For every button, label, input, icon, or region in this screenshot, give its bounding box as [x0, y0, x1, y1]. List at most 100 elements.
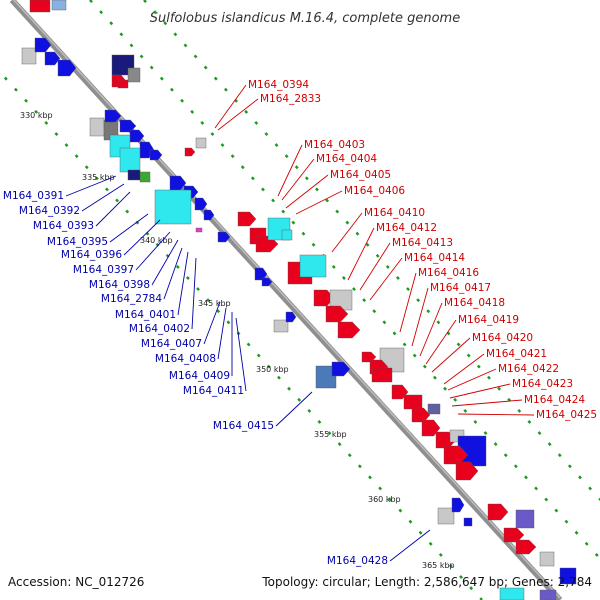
gene-label-forward: M164_0404 [316, 153, 377, 165]
scale-tick-label: 350 kbp [256, 365, 289, 374]
gene-reverse [427, 403, 441, 415]
gene-features [21, 0, 577, 600]
gene-forward-arrow [337, 321, 361, 339]
gene-label-forward: M164_0422 [498, 363, 559, 375]
scale-tick-label: 335 kbp [82, 173, 115, 182]
gene-label-forward: M164_0421 [486, 348, 547, 360]
gene-label-reverse: M164_0397 [73, 264, 134, 276]
gene-reverse-arrow [217, 231, 231, 243]
gene-reverse-arrow [203, 209, 215, 221]
gene-reverse [463, 517, 473, 527]
gene-label-forward: M164_0416 [418, 267, 479, 279]
gene-forward-arrow [184, 147, 196, 157]
label-leader-line [275, 391, 313, 427]
label-leader-line [277, 144, 303, 197]
gene-label-reverse: M164_0428 [327, 555, 388, 567]
label-leader-line [217, 98, 259, 131]
label-leader-line [419, 302, 443, 357]
label-leader-line [214, 84, 247, 129]
gene-reverse-arrow [451, 497, 465, 513]
gene-label-reverse: M164_0415 [213, 420, 274, 432]
label-leader-line [177, 251, 189, 316]
gene-reverse-arrow [44, 51, 61, 66]
gene-label-reverse: M164_0392 [19, 205, 80, 217]
gene-labels-reverse: M164_0391M164_0392M164_0393M164_0395M164… [3, 190, 388, 567]
label-leader-line [359, 242, 391, 291]
gene-label-reverse: M164_0401 [115, 309, 176, 321]
gene-reverse-arrow [169, 175, 187, 191]
accession-text: Accession: NC_012726 [8, 575, 144, 589]
label-leader-line [295, 190, 343, 215]
gene-reverse [539, 589, 557, 600]
gene-label-forward: M164_0425 [536, 409, 597, 421]
label-leader-line [151, 239, 179, 286]
gene-label-reverse: M164_0402 [129, 323, 190, 335]
gene-label-reverse: M164_0396 [61, 249, 122, 261]
gene-label-forward: M164_0413 [392, 237, 453, 249]
map-title: Sulfolobus islandicus M.16.4, complete g… [150, 11, 460, 26]
gene-label-reverse: M164_0409 [169, 370, 230, 382]
gene-label-reverse: M164_0407 [141, 338, 202, 350]
gene-forward [117, 79, 129, 89]
label-leader-line [449, 383, 511, 399]
gene-label-reverse: M164_2784 [101, 293, 162, 305]
label-leader-line [411, 287, 429, 347]
gene-reverse-arrow [285, 311, 297, 323]
label-leader-line [431, 337, 471, 373]
gene-label-forward: M164_0410 [364, 207, 425, 219]
gene-reverse-arrow [34, 37, 52, 53]
gene-forward-arrow [411, 407, 431, 423]
other-feature [139, 171, 151, 183]
gene-reverse-arrow [261, 277, 273, 287]
gene-label-forward: M164_0394 [248, 79, 309, 91]
label-leader-line [447, 368, 497, 391]
label-leader-lines [65, 84, 535, 562]
label-leader-line [163, 247, 183, 300]
genome-backbone-highlight [12, 0, 561, 599]
pseudogene [89, 117, 105, 137]
label-leader-line [203, 301, 221, 345]
gene-label-reverse: M164_0393 [33, 220, 94, 232]
scale-tick-label: 355 kbp [314, 430, 347, 439]
pseudogene [21, 47, 37, 65]
gene-label-forward: M164_0414 [404, 252, 465, 264]
label-leader-line [281, 158, 315, 201]
label-leader-line [65, 175, 117, 197]
gene-reverse [315, 365, 337, 389]
label-leader-line [191, 257, 197, 330]
label-leader-line [81, 183, 125, 212]
label-leader-line [443, 353, 485, 385]
rna-gene [119, 147, 141, 173]
scale-tick-label: 330 kbp [20, 111, 53, 120]
gene-label-reverse: M164_0398 [89, 279, 150, 291]
gene-label-forward: M164_0418 [444, 297, 505, 309]
dotted-track-line [89, 0, 600, 561]
label-leader-line [347, 227, 375, 281]
label-leader-line [331, 212, 363, 253]
label-leader-line [123, 219, 161, 256]
gene-forward [403, 394, 423, 410]
gene-reverse-arrow [104, 109, 122, 123]
rna-gene [499, 587, 525, 600]
rna-gene [154, 189, 192, 225]
other-feature [195, 227, 203, 233]
gene-label-reverse: M164_0411 [183, 385, 244, 397]
label-leader-line [95, 191, 131, 227]
gene-label-forward: M164_0420 [472, 332, 533, 344]
gene-forward-arrow [443, 445, 469, 465]
gene-forward [29, 0, 51, 13]
gene-reverse-arrow [57, 59, 77, 77]
gene-reverse-arrow [254, 267, 268, 281]
label-leader-line [399, 272, 417, 333]
topology-text: Topology: circular; Length: 2,586,647 bp… [261, 575, 592, 589]
label-leader-line [457, 413, 535, 416]
scale-tick-label: 365 kbp [422, 561, 455, 570]
gene-label-forward: M164_0419 [458, 314, 519, 326]
gene-reverse-arrow [194, 197, 208, 211]
gene-label-reverse: M164_0395 [47, 236, 108, 248]
label-leader-line [425, 319, 457, 365]
gene-label-forward: M164_0424 [524, 394, 585, 406]
gene-forward-arrow [325, 305, 349, 323]
label-leader-line [451, 399, 523, 407]
